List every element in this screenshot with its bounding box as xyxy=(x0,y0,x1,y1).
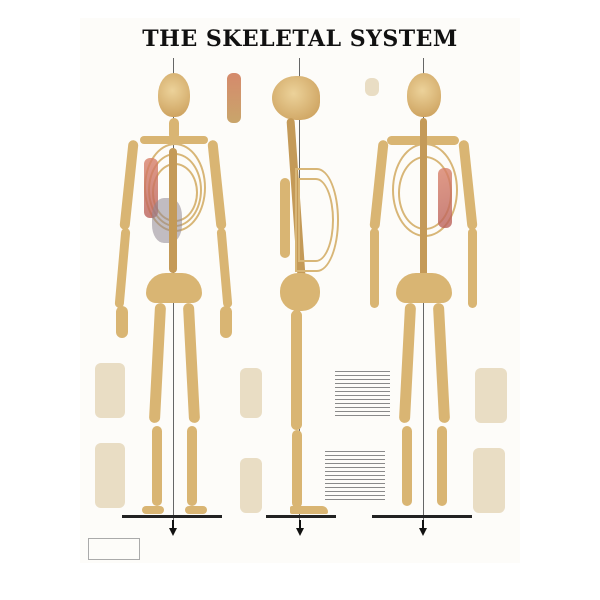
skull-lateral xyxy=(272,76,320,120)
ground-line-lateral xyxy=(266,515,336,518)
poster-title: THE SKELETAL SYSTEM xyxy=(142,26,458,52)
bone-list-table-1 xyxy=(335,368,390,419)
skull-posterior xyxy=(407,73,441,117)
bone-list-table-2 xyxy=(325,448,385,503)
section-of-long-bone-inset xyxy=(227,73,241,123)
arrow-down-icon xyxy=(169,528,177,536)
ground-line-anterior xyxy=(122,515,222,518)
left-foot-inset xyxy=(95,443,125,508)
right-foot-inset xyxy=(473,448,505,513)
arrow-down-icon xyxy=(419,528,427,536)
skull-anterior xyxy=(158,73,190,117)
right-hand-inset xyxy=(475,368,507,423)
knee-joint-lateral-inset xyxy=(240,368,262,418)
ground-line-posterior xyxy=(372,515,472,518)
knee-joint-anterior-inset xyxy=(240,458,262,513)
auditory-ossicles-inset xyxy=(365,78,379,96)
skeletal-system-poster: THE SKELETAL SYSTEM xyxy=(80,18,520,563)
arrow-down-icon xyxy=(296,528,304,536)
left-hand-inset xyxy=(95,363,125,418)
legend-box xyxy=(88,538,140,560)
